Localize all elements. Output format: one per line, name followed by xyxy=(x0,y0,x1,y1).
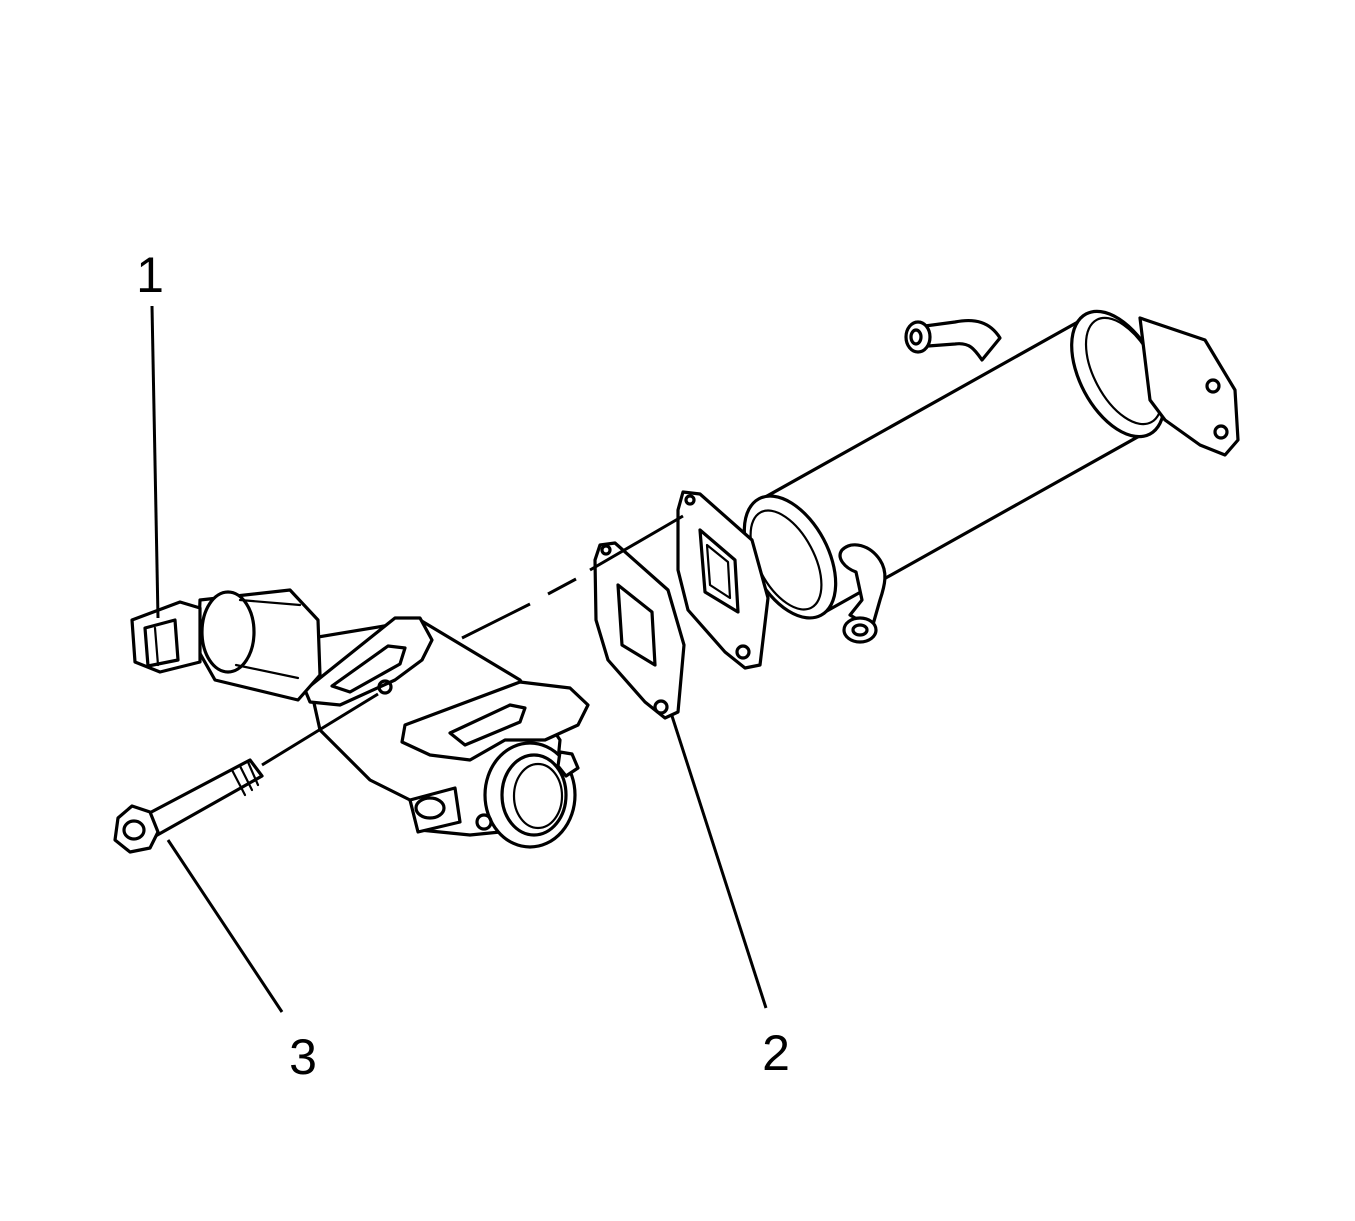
callout-2: 2 xyxy=(762,1025,790,1081)
egr-valve xyxy=(130,588,590,849)
callout-1: 1 xyxy=(136,247,164,303)
gasket xyxy=(593,541,686,720)
leader-line-2 xyxy=(670,715,768,1009)
leader-line-3 xyxy=(166,839,284,1013)
leader-lines xyxy=(150,305,768,1013)
leader-line-1 xyxy=(150,305,160,619)
alignment-lines xyxy=(261,514,684,767)
callout-3: 3 xyxy=(289,1029,317,1085)
bolt xyxy=(113,758,264,854)
egr-cooler xyxy=(676,309,1240,670)
